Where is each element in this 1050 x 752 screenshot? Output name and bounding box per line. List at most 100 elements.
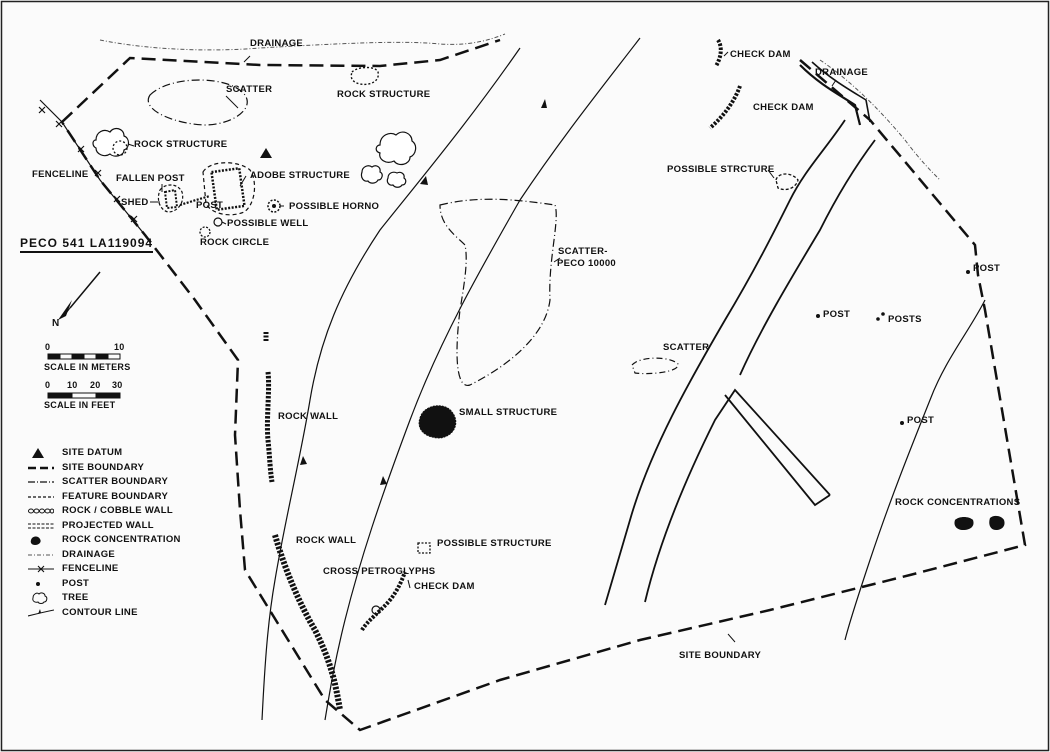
scale-bar-feet: [47, 392, 121, 399]
scale-feet-tick-10: 10: [67, 380, 78, 390]
legend-label: PROJECTED WALL: [62, 519, 154, 531]
rock-circle: [199, 226, 211, 238]
legend-rock-cobble-wall-icon: [28, 508, 54, 514]
scale-feet-tick-30: 30: [112, 380, 123, 390]
legend-site-boundary-icon: [28, 466, 54, 469]
legend-rock-concentration-icon: [30, 536, 41, 545]
legend-projected-wall-icon: [28, 523, 54, 528]
legend-label: ROCK CONCENTRATION: [62, 534, 181, 545]
label-cross-petroglyphs: CROSS PETROGLYPHS: [323, 566, 436, 577]
label-possible-well: POSSIBLE WELL: [227, 218, 309, 229]
label-drainage-ne: DRAINAGE: [815, 67, 869, 78]
fenceline-line: [39, 99, 146, 236]
leader-lines: [127, 51, 837, 643]
legend-label: SITE DATUM: [62, 447, 123, 458]
rock-wall-1-feature: [264, 371, 275, 483]
label-site-boundary: SITE BOUNDARY: [679, 650, 762, 661]
rock-structure-top: [350, 66, 379, 86]
legend-label: FENCELINE: [62, 563, 119, 574]
scatter-boundary-c: [631, 357, 679, 375]
possible-well: [213, 217, 223, 227]
label-posts-c: POSTS: [888, 314, 922, 325]
legend-label: ROCK / COBBLE WALL: [62, 505, 173, 516]
label-rock-structure-top: ROCK STRUCTURE: [337, 89, 431, 100]
label-small-structure: SMALL STRUCTURE: [459, 407, 558, 418]
small-structure-feature: [418, 405, 457, 439]
north-label: N: [52, 318, 60, 329]
drainage-channel-ne-2: [811, 61, 871, 123]
label-shed: SHED: [121, 197, 149, 208]
site-title: PECO 541 LA119094: [20, 236, 154, 253]
label-possible-structure-ne: POSSIBLE STRCTURE: [667, 164, 775, 175]
fenceline-marks: [38, 106, 138, 223]
contour-line-1: [261, 47, 521, 721]
site-datum-marker: [260, 148, 272, 158]
legend-drainage-icon: [28, 554, 54, 555]
scale-feet-label: SCALE IN FEET: [44, 400, 116, 410]
drainage-line-ne: [819, 59, 941, 181]
legend-tree-icon: [32, 592, 48, 604]
label-check-dam-ne-2: CHECK DAM: [753, 102, 814, 113]
trees: [92, 127, 417, 188]
rock-wall-2-feature: [272, 534, 343, 711]
scatter-boundary-nw: [147, 79, 248, 126]
check-dam-ne-1: [714, 38, 723, 68]
label-rock-circle: ROCK CIRCLE: [200, 237, 270, 248]
legend-label: POST: [62, 577, 90, 589]
rock-concentrations-feature: [954, 515, 1005, 530]
label-scatter-peco-2: PECO 10000: [557, 258, 616, 269]
rock-structure-w: [112, 140, 128, 156]
label-post-c1: POST: [823, 309, 851, 320]
road-right-edge: [644, 139, 876, 603]
legend-post-icon: [36, 581, 40, 586]
road-branch: [724, 394, 831, 507]
contour-line-2: [324, 37, 641, 721]
site-boundary-line: [60, 38, 1027, 732]
drainage-channel-ne: [799, 64, 862, 126]
scale-feet-tick-0: 0: [45, 380, 51, 390]
label-fenceline: FENCELINE: [32, 169, 89, 180]
scatter-boundary-peco: [439, 198, 557, 386]
label-possible-horno: POSSIBLE HORNO: [289, 201, 380, 212]
adobe-structure-walls: [210, 166, 246, 212]
scale-meters-tick-0: 0: [45, 342, 51, 352]
cross-petroglyph-rock: [371, 605, 381, 615]
label-check-dam-ne-1: CHECK DAM: [730, 49, 791, 60]
label-rock-wall-1: ROCK WALL: [278, 411, 339, 422]
contour-line-3: [844, 299, 986, 641]
contour-ticks: [300, 99, 547, 485]
legend-label: CONTOUR LINE: [62, 606, 138, 618]
legend-label: TREE: [62, 592, 89, 603]
legend-scatter-boundary-icon: [28, 481, 54, 483]
legend-contour-line-icon: [28, 608, 54, 617]
possible-structure-ne: [775, 173, 799, 191]
label-post-w: POST: [196, 200, 224, 211]
label-rock-concentrations: ROCK CONCENTRATIONS: [895, 497, 1021, 508]
legend-label: SCATTER BOUNDARY: [62, 476, 169, 487]
label-adobe-structure: ADOBE STRUCTURE: [250, 170, 351, 181]
legend-site-datum-icon: [32, 448, 44, 458]
label-post-e1: POST: [973, 263, 1001, 274]
rock-wall-shed: [179, 194, 211, 207]
scale-meters-label: SCALE IN METERS: [44, 362, 131, 372]
legend-feature-boundary-icon: [28, 495, 54, 498]
legend-label: DRAINAGE: [62, 548, 116, 560]
label-fallen-post: FALLEN POST: [116, 173, 185, 184]
label-rock-wall-2: ROCK WALL: [296, 535, 357, 546]
label-drainage-top: DRAINAGE: [250, 38, 304, 49]
scale-bar-meters: [47, 353, 121, 360]
north-arrow: [58, 271, 101, 320]
label-possible-structure-s: POSSIBLE STRUCTURE: [437, 538, 552, 549]
check-dam-ne-2: [708, 85, 742, 130]
posts: [816, 270, 970, 425]
drainage-line-top: [99, 33, 506, 51]
legend-label: SITE BOUNDARY: [62, 461, 145, 473]
label-scatter-nw: SCATTER: [226, 84, 273, 95]
shed-walls: [163, 188, 179, 210]
scale-meters-tick-10: 10: [114, 342, 125, 352]
label-rock-structure-w: ROCK STRUCTURE: [134, 139, 228, 150]
adobe-structure: [202, 162, 256, 216]
